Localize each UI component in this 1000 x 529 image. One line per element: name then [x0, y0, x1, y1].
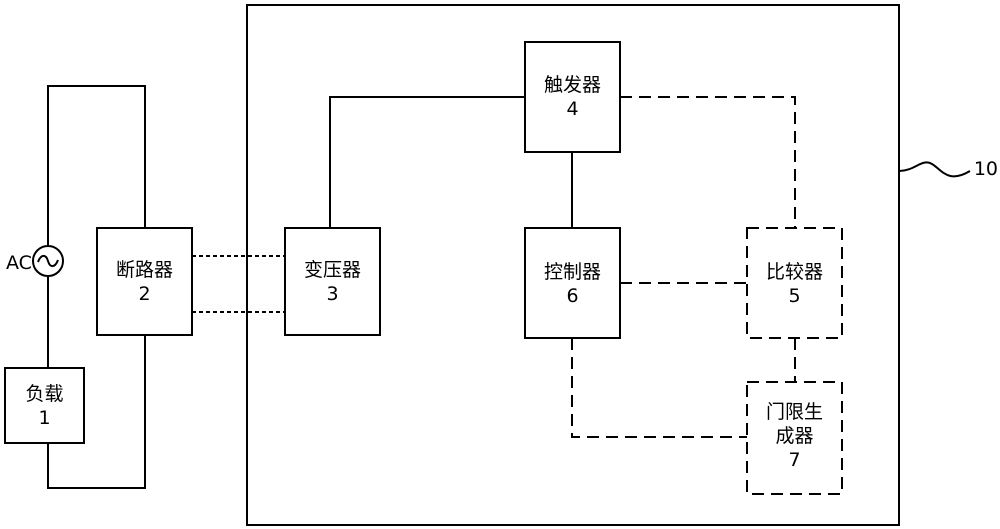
load-label: 负载 1: [5, 382, 84, 430]
load-name: 负载: [25, 383, 64, 405]
transformer-number: 3: [326, 283, 339, 305]
breaker-name: 断路器: [115, 259, 173, 281]
comparator-name: 比较器: [765, 261, 823, 283]
controller-number: 6: [566, 285, 579, 307]
ac-source-icon: [32, 245, 64, 277]
wire-load-to-breaker-bottom: [47, 335, 146, 489]
trigger-name: 触发器: [543, 74, 601, 96]
breaker-number: 2: [138, 283, 151, 305]
signal-controller-to-threshold: [571, 338, 747, 438]
breaker-label: 断路器 2: [97, 258, 192, 306]
threshold-generator-number: 7: [788, 449, 801, 471]
transformer-label: 变压器 3: [285, 258, 380, 306]
trigger-number: 4: [566, 98, 579, 120]
device-enclosure: [246, 4, 900, 526]
wire-ac-to-breaker-top: [47, 85, 146, 245]
wire-transformer-to-trigger: [329, 96, 525, 228]
ac-label: AC: [6, 252, 32, 274]
load-number: 1: [38, 407, 51, 429]
signal-comparator-to-trigger: [620, 96, 796, 228]
threshold-generator-name-line2: 成器: [775, 425, 814, 447]
device-reference-label: 10: [973, 158, 998, 180]
comparator-number: 5: [788, 285, 801, 307]
load-box: [4, 367, 85, 444]
controller-label: 控制器 6: [525, 260, 620, 308]
trigger-label: 触发器 4: [525, 73, 620, 121]
threshold-generator-name-line1: 门限生: [765, 401, 823, 423]
transformer-box: [284, 227, 381, 336]
reference-leader: [898, 161, 971, 178]
controller-name: 控制器: [543, 261, 601, 283]
threshold-generator-label: 门限生 成器 7: [747, 400, 842, 472]
transformer-name: 变压器: [303, 259, 361, 281]
comparator-label: 比较器 5: [747, 260, 842, 308]
